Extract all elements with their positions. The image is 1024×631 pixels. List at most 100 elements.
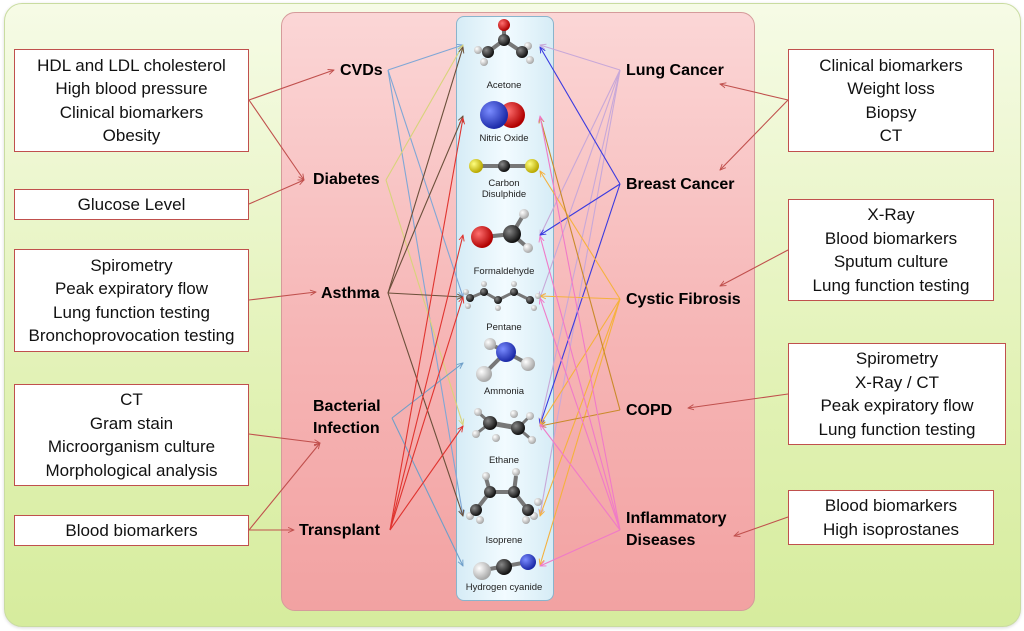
disease-bacterial-infection: Bacterial Infection bbox=[313, 398, 381, 437]
disease-inflammatory: Inflammatory Diseases bbox=[626, 510, 727, 549]
link-cystic_fibrosis-isoprene bbox=[540, 298, 621, 516]
link-lung_cancer-isoprene bbox=[540, 69, 621, 515]
link-breast_cancer-ethane bbox=[540, 183, 621, 425]
link-cvds-acetone bbox=[387, 45, 463, 71]
link-asthma-acetone bbox=[387, 47, 463, 294]
link-breast_cancer-formaldehyde bbox=[540, 183, 621, 235]
left-box-transplant-measures: Blood biomarkers bbox=[14, 515, 249, 546]
left-box-diabetes-measures: Glucose Level bbox=[14, 189, 249, 220]
hydrogen-cyanide-molecule bbox=[473, 554, 536, 580]
box-line: Clinical biomarkers bbox=[59, 102, 204, 122]
right-box-cancer-measures: Clinical biomarkers Weight loss Biopsy C… bbox=[788, 49, 994, 152]
link-lung_cancer-formaldehyde bbox=[539, 69, 621, 236]
box-line: CT bbox=[879, 126, 903, 145]
link-inflammatory-nitric_oxide bbox=[540, 116, 621, 531]
pentane-molecule bbox=[463, 281, 541, 311]
molecule-label-hydrogen-cyanide: Hydrogen cyanide bbox=[465, 582, 543, 593]
molecule-label-isoprene: Isoprene bbox=[485, 535, 523, 546]
box-arrow-rb1-breast_cancer bbox=[720, 99, 789, 170]
disease-copd: COPD bbox=[626, 402, 673, 419]
box-arrow-lb4-bacterial bbox=[248, 433, 320, 443]
box-line: Sputum culture bbox=[833, 252, 949, 271]
box-arrow-rb2-cystic_fibrosis bbox=[720, 249, 789, 286]
box-line: Bronchoprovocation testing bbox=[28, 326, 235, 345]
molecule-links bbox=[385, 45, 621, 567]
box-line: Weight loss bbox=[847, 79, 935, 98]
box-line: X-Ray / CT bbox=[854, 372, 940, 392]
isoprene-molecule bbox=[466, 468, 542, 524]
left-box-bacterial-measures: CT Gram stain Microorganism culture Morp… bbox=[14, 384, 249, 486]
disease-diabetes: Diabetes bbox=[313, 171, 380, 188]
link-inflammatory-formaldehyde bbox=[540, 236, 621, 531]
link-bacterial-hydrogen_cyanide bbox=[391, 417, 464, 566]
box-arrow-rb4-inflammatory bbox=[734, 516, 789, 536]
link-diabetes-ethane bbox=[385, 179, 463, 425]
molecule-label-ammonia: Ammonia bbox=[483, 386, 525, 397]
box-line: Lung function testing bbox=[812, 275, 970, 295]
left-box-cvd-measures: HDL and LDL cholesterol High blood press… bbox=[14, 49, 249, 152]
link-transplant-nitric_oxide bbox=[389, 118, 463, 531]
box-line: Blood biomarkers bbox=[824, 228, 958, 248]
box-line: Spirometry bbox=[855, 349, 939, 368]
box-line: Lung function testing bbox=[818, 419, 976, 439]
molecule-label-ethane: Ethane bbox=[488, 455, 520, 466]
box-line: Obesity bbox=[102, 126, 161, 145]
box-line: CT bbox=[120, 390, 143, 409]
box-line: Lung function testing bbox=[53, 302, 210, 322]
right-box-cystic-fibrosis-measures: X-Ray Blood biomarkers Sputum culture Lu… bbox=[788, 199, 994, 301]
disease-breast-cancer: Breast Cancer bbox=[626, 176, 735, 193]
link-lung_cancer-pentane bbox=[540, 69, 621, 298]
link-cvds-pentane bbox=[387, 69, 463, 297]
link-inflammatory-pentane bbox=[540, 298, 621, 531]
box-line: Glucose Level bbox=[77, 194, 186, 214]
disease-lung-cancer: Lung Cancer bbox=[626, 62, 724, 79]
disease-cystic-fibrosis: Cystic Fibrosis bbox=[626, 291, 741, 308]
link-asthma-nitric_oxide bbox=[387, 116, 463, 294]
link-cystic_fibrosis-hydrogen_cyanide bbox=[540, 298, 621, 565]
left-box-asthma-measures: Spirometry Peak expiratory flow Lung fun… bbox=[14, 249, 249, 352]
link-bacterial-ammonia bbox=[391, 363, 463, 419]
carbon-disulphide-molecule bbox=[469, 159, 539, 173]
acetone-molecule bbox=[474, 19, 534, 66]
link-cystic_fibrosis-carbon_disulphide bbox=[540, 171, 621, 300]
ethane-molecule bbox=[472, 408, 536, 444]
right-box-inflammatory-measures: Blood biomarkers High isoprostanes bbox=[788, 490, 994, 545]
box-arrow-lb1-diabetes bbox=[248, 99, 304, 180]
box-line: Gram stain bbox=[89, 413, 174, 433]
box-line: Clinical biomarkers bbox=[819, 55, 963, 75]
nitric-oxide-molecule bbox=[480, 101, 525, 129]
box-line: Microorganism culture bbox=[47, 437, 216, 456]
molecule-label-carbon-disulphide: Carbon Disulphide bbox=[481, 178, 527, 200]
link-cystic_fibrosis-ethane bbox=[540, 298, 621, 425]
link-copd-ethane bbox=[540, 409, 621, 426]
box-arrow-lb3-asthma bbox=[248, 292, 316, 301]
box-line: High isoprostanes bbox=[822, 519, 960, 539]
box-arrow-rb1-lung_cancer bbox=[720, 84, 789, 101]
box-line: Morphological analysis bbox=[45, 460, 218, 480]
link-cvds-isoprene bbox=[387, 69, 463, 516]
formaldehyde-molecule bbox=[471, 209, 533, 253]
box-links bbox=[248, 70, 789, 536]
link-copd-nitric_oxide bbox=[540, 117, 621, 411]
link-breast_cancer-acetone bbox=[540, 47, 621, 185]
box-line: Peak expiratory flow bbox=[820, 396, 974, 415]
molecule-label-formaldehyde: Formaldehyde bbox=[473, 266, 535, 277]
link-transplant-ethane bbox=[389, 426, 463, 531]
disease-cvds: CVDs bbox=[340, 62, 383, 79]
link-asthma-isoprene bbox=[387, 292, 463, 516]
ammonia-molecule bbox=[476, 338, 535, 382]
box-arrow-lb2-diabetes bbox=[248, 180, 304, 205]
molecule-label-acetone: Acetone bbox=[486, 80, 522, 91]
box-arrow-rb3-copd bbox=[688, 393, 789, 408]
box-line: Blood biomarkers bbox=[824, 496, 958, 515]
box-line: Blood biomarkers bbox=[65, 520, 198, 540]
link-inflammatory-hydrogen_cyanide bbox=[540, 529, 621, 567]
link-lung_cancer-ethane bbox=[540, 69, 621, 424]
box-line: Biopsy bbox=[865, 102, 917, 122]
link-diabetes-acetone bbox=[385, 45, 463, 181]
link-lung_cancer-acetone bbox=[540, 45, 621, 71]
box-line: X-Ray bbox=[867, 205, 915, 224]
disease-asthma: Asthma bbox=[321, 285, 380, 302]
link-cystic_fibrosis-pentane bbox=[540, 296, 621, 300]
molecule-pictures bbox=[463, 19, 542, 580]
